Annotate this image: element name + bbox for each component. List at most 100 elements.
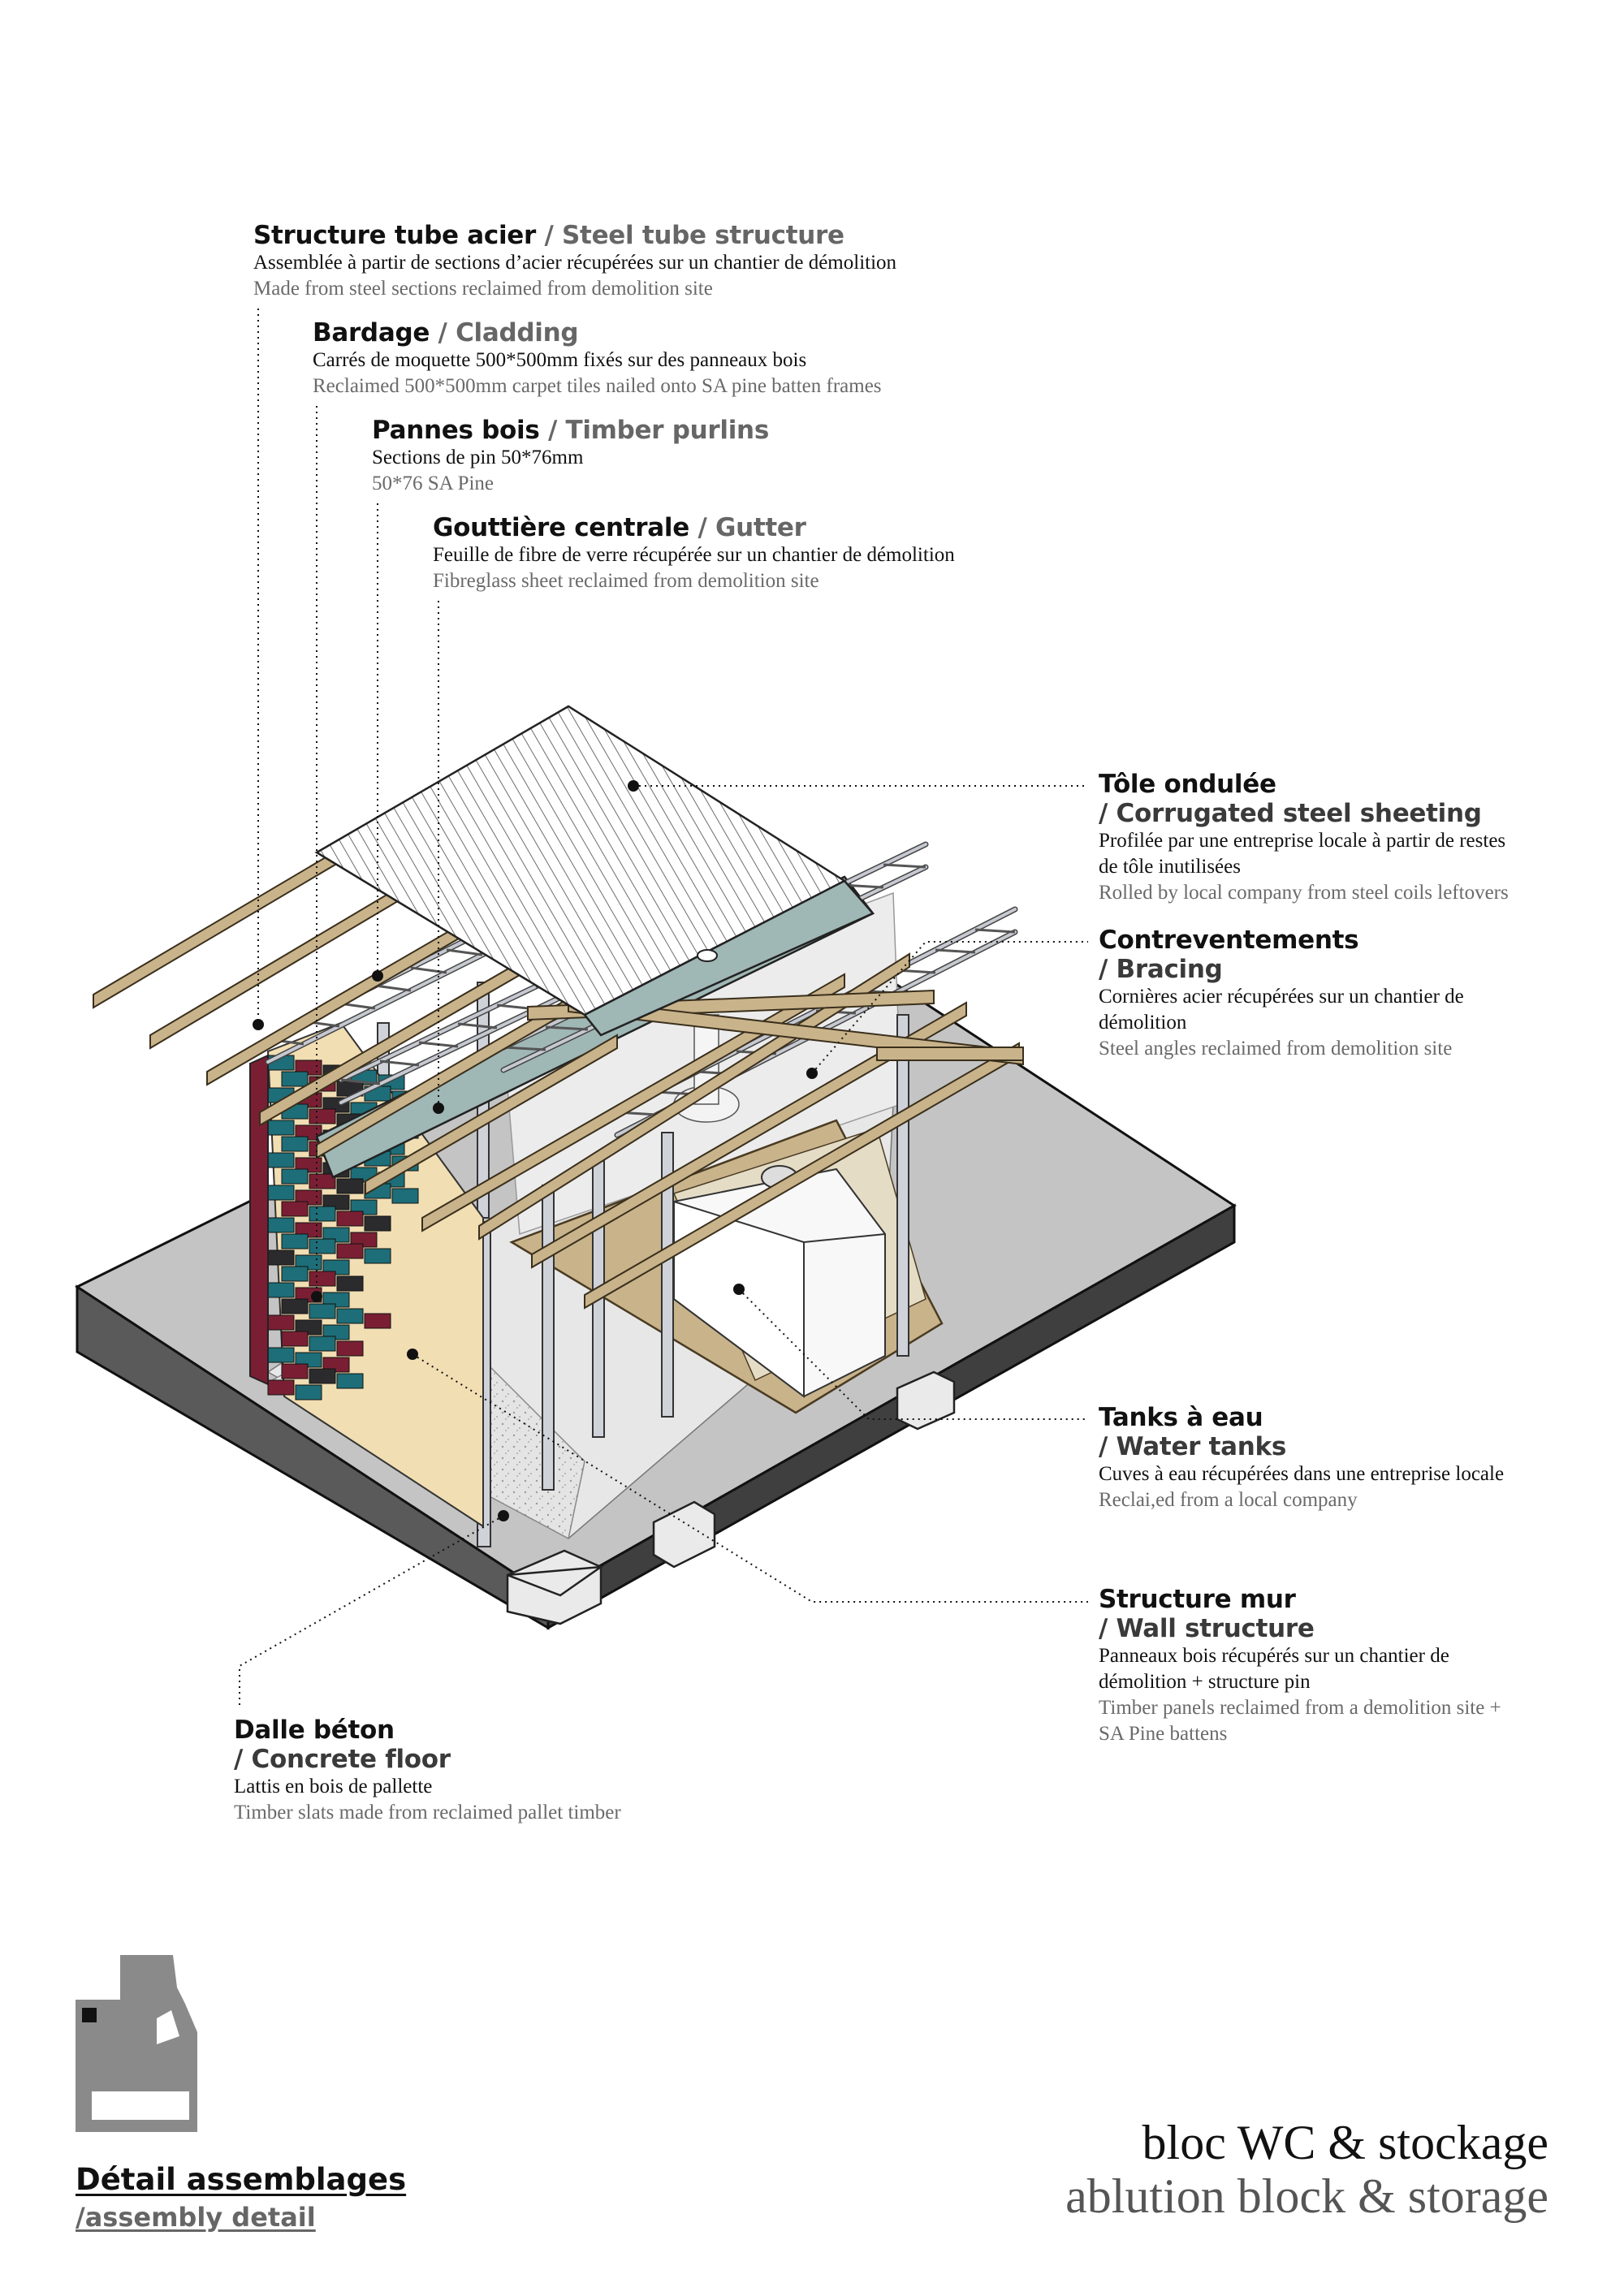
label-desc-fr: Cuves à eau récupérées dans une entrepri… — [1099, 1463, 1505, 1485]
carpet-tile — [336, 1243, 364, 1259]
carpet-tile — [309, 1336, 336, 1352]
key-plan-shape — [76, 1955, 197, 2132]
carpet-tile — [295, 1384, 322, 1400]
carpet-tile — [364, 1248, 391, 1264]
label-title-fr: Dalle béton — [234, 1716, 395, 1745]
carpet-tile — [309, 1238, 336, 1254]
carpet-tile — [336, 1178, 364, 1194]
label-title-en: / Timber purlins — [539, 416, 769, 445]
carpet-tile — [267, 1347, 295, 1363]
carpet-tile — [391, 1188, 419, 1204]
label-title-fr: Bardage — [313, 318, 430, 347]
carpet-tile — [281, 1363, 309, 1379]
carpet-tile — [364, 1215, 391, 1232]
label-desc-en: Timber slats made from reclaimed pallet … — [234, 1802, 621, 1823]
label-timber-purlins: Pannes bois / Timber purlins Sections de… — [372, 416, 769, 497]
label-desc-fr: Carrés de moquette 500*500mm fixés sur d… — [313, 349, 807, 371]
label-title-en: / Wall structure — [1099, 1614, 1315, 1643]
carpet-tile — [336, 1275, 364, 1292]
label-desc-fr: Feuille de fibre de verre récupérée sur … — [433, 544, 955, 566]
carpet-tile — [309, 1108, 336, 1124]
label-desc-en: Steel angles reclaimed from demolition s… — [1099, 1038, 1453, 1060]
project-name-en: ablution block & storage — [1065, 2169, 1548, 2223]
label-title-fr: Tôle ondulée — [1099, 770, 1276, 799]
carpet-tile — [267, 1217, 295, 1233]
timber-purlins — [93, 835, 1024, 1310]
carpet-tile — [309, 1271, 336, 1287]
label-desc-fr: Sections de pin 50*76mm — [372, 447, 584, 468]
carpet-tile — [281, 1071, 309, 1087]
carpet-tile — [336, 1308, 364, 1324]
label-desc-fr: Assemblée à partir de sections d’acier r… — [253, 252, 897, 274]
label-steel-structure: Structure tube acier / Steel tube struct… — [253, 221, 896, 302]
label-title-en: / Steel tube structure — [536, 221, 845, 250]
label-desc-en: Rolled by local company from steel coils… — [1099, 882, 1509, 904]
label-title-en: / Bracing — [1099, 955, 1223, 984]
carpet-tile — [336, 1373, 364, 1389]
label-desc-fr: de tôle inutilisées — [1099, 856, 1241, 878]
label-title-fr: Gouttière centrale — [433, 513, 689, 542]
label-title-fr: Contreventements — [1099, 926, 1359, 955]
label-desc-fr: démolition + structure pin — [1099, 1671, 1311, 1693]
label-desc-fr: démolition — [1099, 1012, 1187, 1034]
carpet-tile — [281, 1331, 309, 1347]
carpet-tile — [364, 1313, 391, 1329]
label-title-fr: Pannes bois — [372, 416, 540, 445]
concrete-blocks — [506, 1370, 956, 1625]
leader-tanks — [738, 1288, 1088, 1420]
label-cladding: Bardage / Cladding Carrés de moquette 50… — [313, 318, 882, 399]
project-name: bloc WC & stockage ablution block & stor… — [1065, 2116, 1548, 2223]
label-corrugated-sheeting: Tôle ondulée / Corrugated steel sheeting… — [1099, 770, 1509, 906]
label-title-en: / Concrete floor — [234, 1745, 451, 1774]
carpet-tile — [281, 1201, 309, 1217]
carpet-tile — [267, 1152, 295, 1168]
label-title-fr: Structure mur — [1099, 1585, 1296, 1614]
label-desc-en: Reclai,ed from a local company — [1099, 1489, 1358, 1511]
sheet-title-en: /assembly detail — [76, 2202, 316, 2233]
label-title-fr: Structure tube acier — [253, 221, 537, 250]
label-concrete-floor: Dalle béton / Concrete floor Lattis en b… — [234, 1716, 621, 1826]
label-desc-fr: Lattis en bois de pallette — [234, 1776, 433, 1798]
sheet-title-fr: Détail assemblages — [76, 2162, 407, 2197]
carpet-tile — [267, 1249, 295, 1266]
carpet-tile — [267, 1282, 295, 1298]
label-bracing: Contreventements / Bracing Cornières aci… — [1099, 926, 1464, 1062]
leader-lines — [239, 309, 1088, 1709]
carpet-tile — [267, 1120, 295, 1136]
label-title-en: / Gutter — [689, 513, 806, 542]
label-desc-fr: Cornières acier récupérées sur un chanti… — [1099, 986, 1464, 1008]
label-title-en: / Cladding — [430, 318, 579, 347]
key-plan — [76, 1955, 197, 2132]
carpet-tile — [309, 1206, 336, 1222]
label-desc-en: 50*76 SA Pine — [372, 473, 495, 494]
label-desc-en: Made from steel sections reclaimed from … — [253, 278, 713, 300]
sheet-title: Détail assemblages /assembly detail — [76, 2162, 406, 2233]
label-gutter: Gouttière centrale / Gutter Feuille de f… — [433, 513, 955, 594]
label-desc-en: Reclaimed 500*500mm carpet tiles nailed … — [313, 375, 882, 397]
label-title-en: / Corrugated steel sheeting — [1099, 799, 1482, 828]
carpet-tile — [281, 1266, 309, 1282]
carpet-tile — [267, 1314, 295, 1331]
carpet-tile — [309, 1303, 336, 1319]
carpet-tile — [281, 1136, 309, 1152]
leader-wall — [412, 1353, 1088, 1603]
carpet-tile — [309, 1368, 336, 1384]
label-desc-en: Fibreglass sheet reclaimed from demoliti… — [433, 570, 819, 592]
carpet-tile — [267, 1185, 295, 1201]
carpet-tile — [267, 1379, 295, 1396]
label-title-en: / Water tanks — [1099, 1432, 1287, 1461]
cladding-edge — [249, 1054, 269, 1386]
carpet-tile — [336, 1211, 364, 1227]
label-desc-fr: Profilée par une entreprise locale à par… — [1099, 830, 1506, 852]
label-wall-structure: Structure mur / Wall structure Panneaux … — [1099, 1585, 1501, 1747]
leader-bracing — [811, 941, 1088, 1074]
label-desc-en: Timber panels reclaimed from a demolitio… — [1099, 1697, 1501, 1719]
carpet-tile — [281, 1168, 309, 1185]
label-desc-en: SA Pine battens — [1099, 1723, 1228, 1745]
carpet-tile — [281, 1298, 309, 1314]
label-water-tanks: Tanks à eau / Water tanks Cuves à eau ré… — [1099, 1403, 1504, 1513]
leader-dots — [253, 780, 818, 1521]
label-title-fr: Tanks à eau — [1099, 1403, 1263, 1432]
